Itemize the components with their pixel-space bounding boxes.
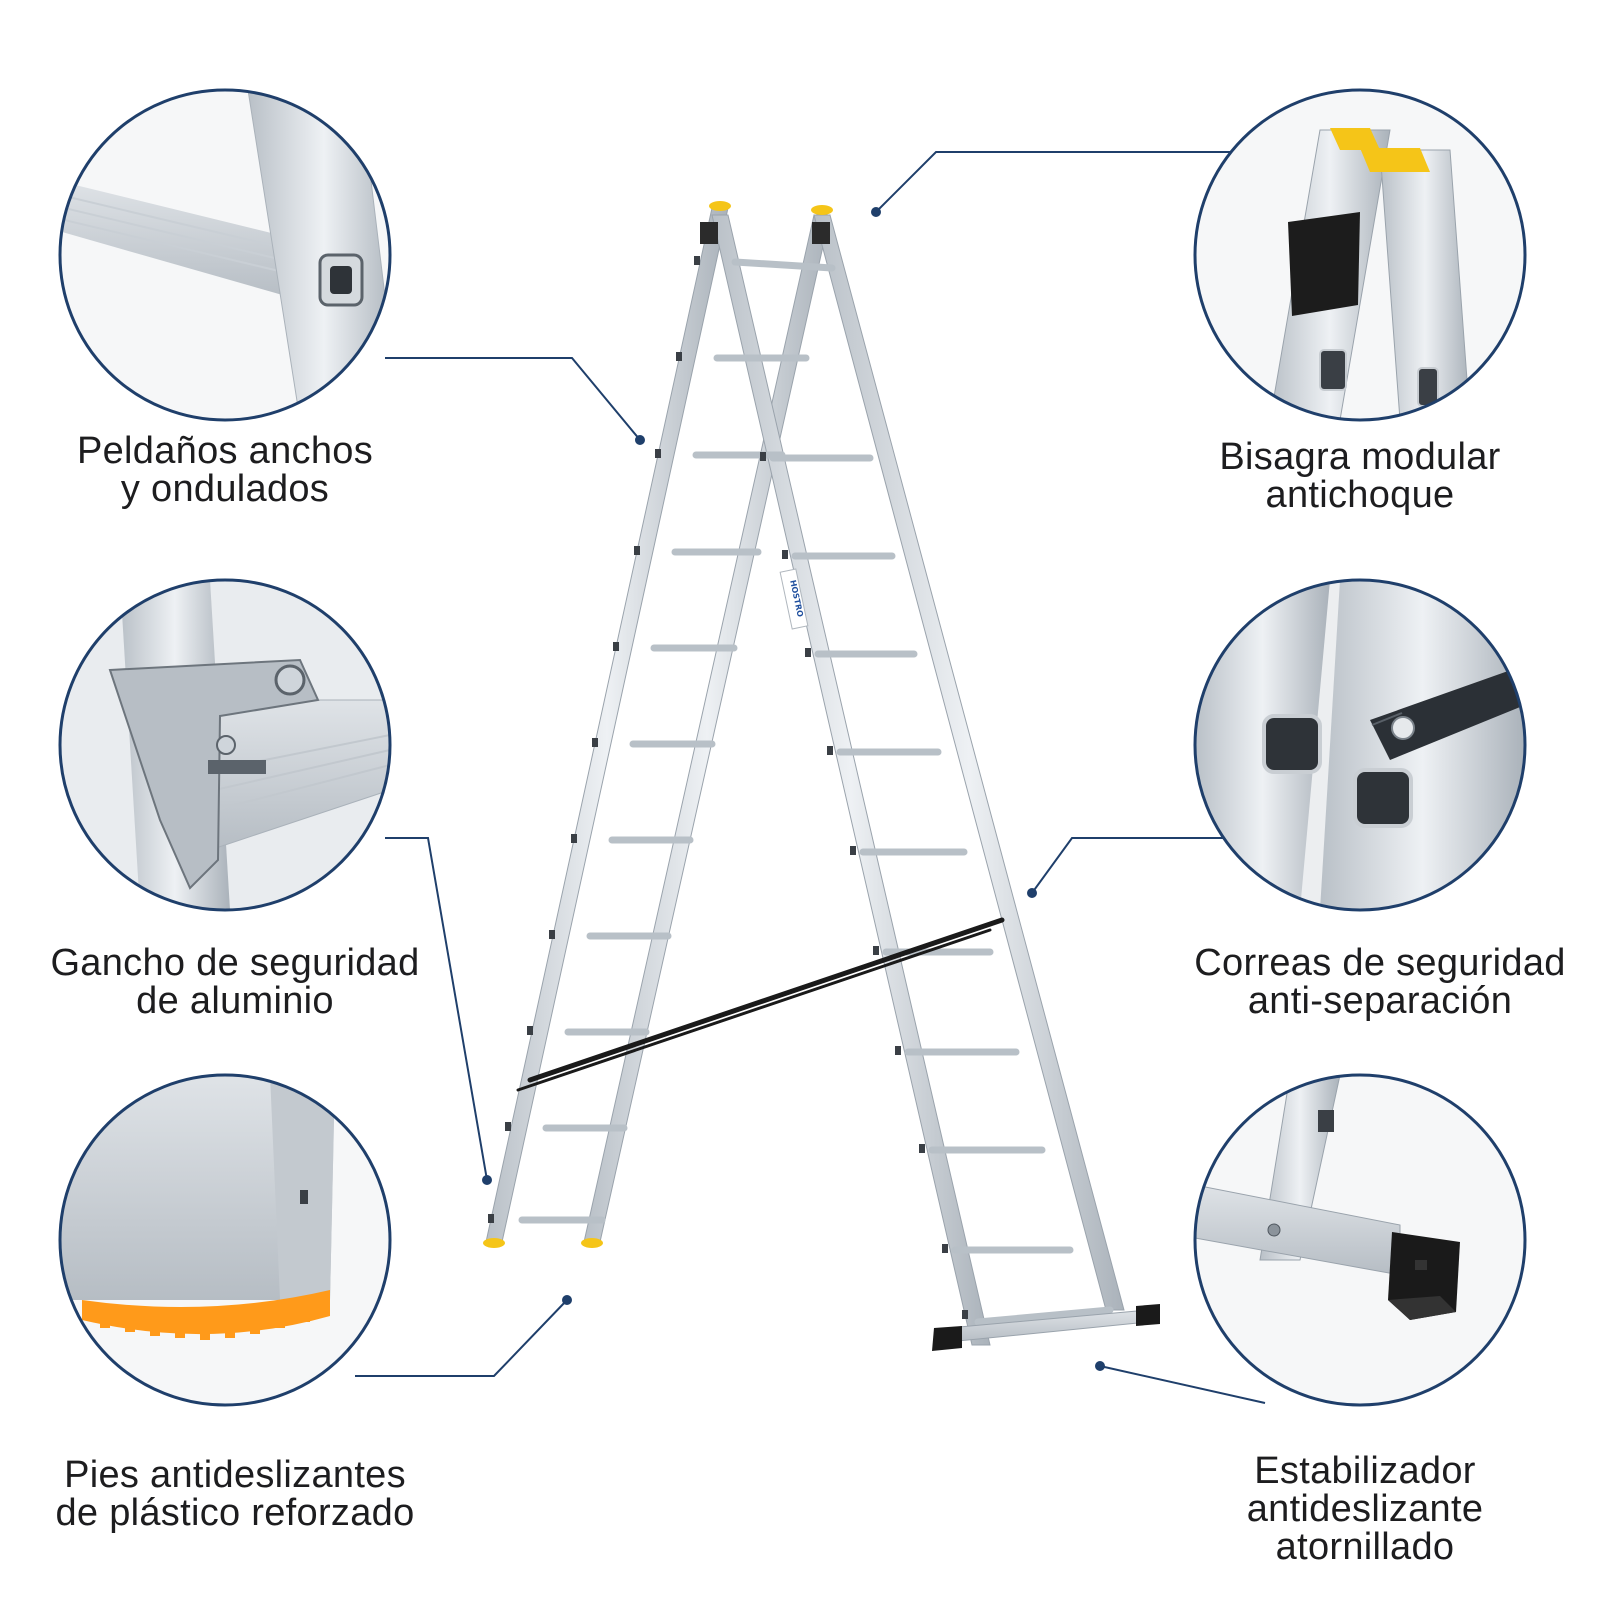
caption-feet: Pies antideslizantes de plástico reforza… — [20, 1456, 450, 1532]
ladder-hinge — [700, 201, 833, 244]
caption-rungs-line-1: Peldaños anchos — [76, 430, 374, 472]
caption-rungs: Peldaños anchos y ondulados — [40, 432, 410, 508]
rung-closeup-icon — [60, 90, 390, 420]
rung-rivets — [488, 256, 968, 1319]
leader-hook — [385, 837, 488, 1181]
front-rungs — [518, 258, 836, 1224]
caption-stabilizer-line-3: atornillado — [1275, 1526, 1455, 1568]
stabilizer-bar — [932, 1304, 1160, 1351]
caption-hook-line-1: Gancho de seguridad — [50, 942, 420, 984]
caption-stabilizer-line-2: antideslizante — [1246, 1488, 1484, 1530]
caption-rungs-line-2: y ondulados — [120, 468, 330, 510]
safety-straps — [516, 917, 1005, 1092]
closeup-straps — [1193, 578, 1527, 912]
caption-straps-line-2: anti-separación — [1247, 980, 1513, 1022]
leader-lines — [355, 151, 1266, 1404]
closeup-stabilizer — [1193, 1073, 1527, 1407]
caption-stabilizer-line-1: Estabilizador — [1254, 1450, 1476, 1492]
caption-hook: Gancho de seguridad de aluminio — [30, 944, 440, 1020]
front-feet — [483, 1238, 603, 1248]
caption-hinge-line-2: antichoque — [1265, 474, 1455, 516]
caption-stabilizer: Estabilizador antideslizante atornillado — [1215, 1452, 1515, 1566]
ladder-rear-section — [711, 214, 1125, 1346]
closeup-rungs — [58, 88, 392, 422]
caption-hinge: Bisagra modular antichoque — [1210, 438, 1510, 514]
caption-feet-line-1: Pies antideslizantes — [64, 1454, 406, 1496]
leader-straps — [1031, 837, 1236, 894]
caption-feet-line-2: de plástico reforzado — [55, 1492, 415, 1534]
closeup-hinge — [1193, 88, 1527, 422]
leader-rungs — [385, 357, 641, 441]
hinge-closeup-icon — [1195, 90, 1525, 420]
ladder: HOSTRO — [483, 201, 1160, 1351]
caption-straps: Correas de seguridad anti-separación — [1175, 944, 1585, 1020]
hook-closeup-icon — [60, 580, 390, 910]
stabilizer-closeup-icon — [1195, 1075, 1525, 1405]
leader-feet — [355, 1299, 568, 1377]
foot-closeup-icon — [60, 1075, 390, 1405]
leader-hinge — [875, 151, 1245, 213]
closeup-feet — [58, 1073, 392, 1407]
caption-straps-line-1: Correas de seguridad — [1194, 942, 1566, 984]
ladder-front-section — [485, 207, 831, 1243]
leader-stabilizer — [1099, 1365, 1266, 1404]
caption-hook-line-2: de aluminio — [136, 980, 334, 1022]
caption-hinge-line-1: Bisagra modular — [1219, 436, 1501, 478]
strap-closeup-icon — [1195, 580, 1525, 910]
rear-rungs — [769, 454, 1114, 1326]
closeup-hook — [58, 578, 392, 912]
